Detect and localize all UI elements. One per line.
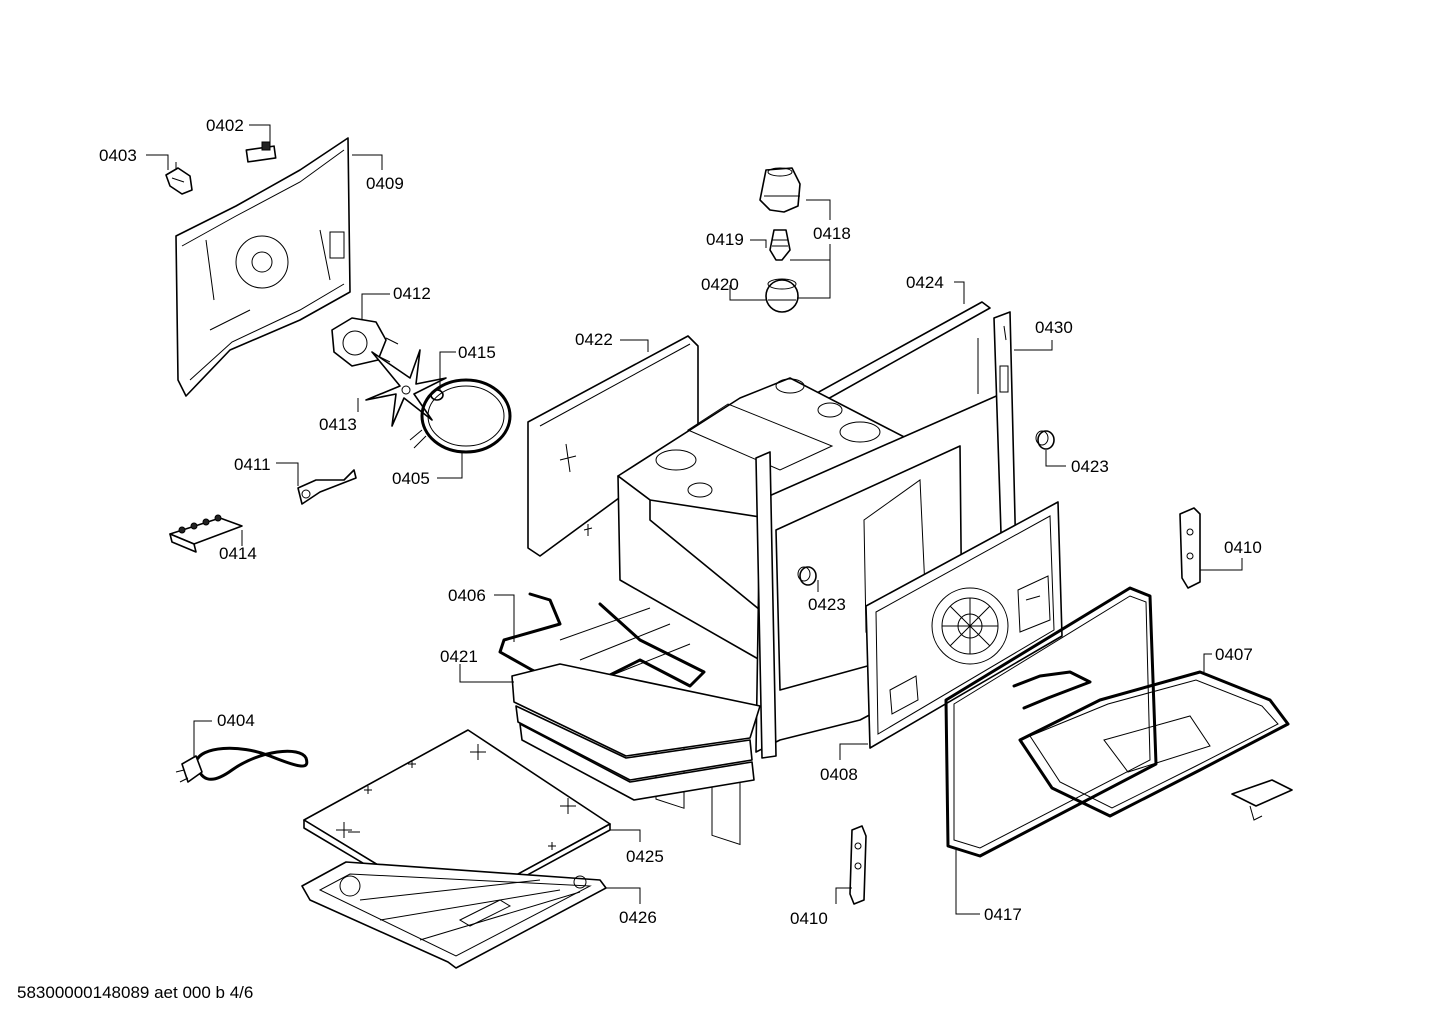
label-0409: 0409: [366, 174, 404, 193]
label-0407: 0407: [1215, 645, 1253, 664]
part-0405-drawing: [409, 378, 512, 454]
label-0404: 0404: [217, 711, 255, 730]
label-0413: 0413: [319, 415, 357, 434]
part-0402-drawing: [245, 141, 277, 163]
label-0419: 0419: [706, 230, 744, 249]
label-0422: 0422: [575, 330, 613, 349]
document-reference: 58300000148089 aet 000 b 4/6: [17, 983, 253, 1002]
label-0403: 0403: [99, 146, 137, 165]
part-0419-drawing: [769, 229, 791, 261]
part-0423b-drawing: [797, 566, 817, 586]
label-0417: 0417: [984, 905, 1022, 924]
part-0417-drawing: [944, 586, 1158, 858]
part-0421-drawing: [511, 663, 761, 801]
label-0411: 0411: [234, 455, 271, 474]
part-0404-drawing: [175, 746, 309, 783]
label-0415: 0415: [458, 343, 496, 362]
label-0421: 0421: [440, 647, 478, 666]
label-0405: 0405: [392, 469, 430, 488]
part-0408-drawing: [865, 501, 1063, 749]
label-0410a: 0410: [1224, 538, 1262, 557]
part-0414-drawing: [169, 514, 243, 553]
leader-lines: [146, 124, 1243, 915]
part-0413-drawing: [365, 349, 447, 427]
label-0412: 0412: [393, 284, 431, 303]
label-0425: 0425: [626, 847, 664, 866]
label-0423a: 0423: [1071, 457, 1109, 476]
label-0424: 0424: [906, 273, 944, 292]
label-0410b: 0410: [790, 909, 828, 928]
part-0411-drawing: [297, 469, 357, 505]
label-0420: 0420: [701, 275, 739, 294]
part-0430-drawing: [977, 325, 1007, 394]
label-0414: 0414: [219, 544, 257, 563]
part-0426-drawing: [301, 861, 607, 969]
part-0407-drawing: [1012, 670, 1290, 818]
part-0410b-drawing: [849, 825, 867, 905]
part-0403-drawing: [165, 162, 193, 195]
part-labels: 0402 0403 0409 0412 0415 0413 0405 0411 …: [99, 116, 1262, 928]
part-0409-drawing: [175, 137, 351, 397]
part-0410a-drawing: [1179, 507, 1201, 589]
label-0430: 0430: [1035, 318, 1073, 337]
label-0406: 0406: [448, 586, 486, 605]
label-0426: 0426: [619, 908, 657, 927]
part-0423a-drawing: [1035, 430, 1055, 450]
label-0402: 0402: [206, 116, 244, 135]
part-0412-drawing: [331, 317, 399, 367]
label-0423b: 0423: [808, 595, 846, 614]
part-0420-drawing: [765, 278, 799, 313]
label-0408: 0408: [820, 765, 858, 784]
label-0418: 0418: [813, 224, 851, 243]
part-0418-drawing: [759, 167, 801, 213]
part-bracket-drawing: [1231, 779, 1293, 821]
